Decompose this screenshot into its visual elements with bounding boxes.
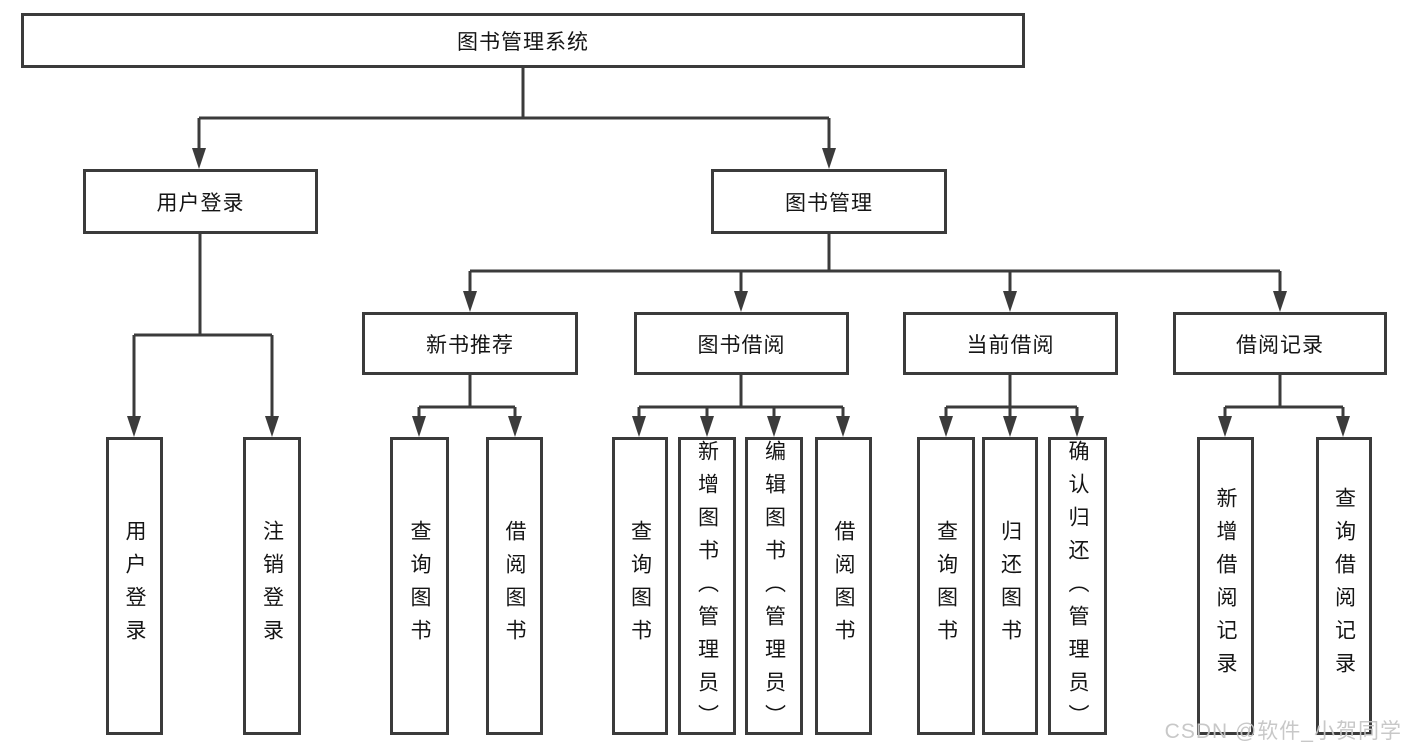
leaf-add-book-admin: 新增图书（管理员）: [678, 437, 736, 737]
node-root-system: 图书管理系统: [21, 13, 1025, 68]
leaf-query-borrow-record: 查询借阅记录: [1316, 437, 1372, 735]
leaf-edit-book-admin-label: 编辑图书（管理员）: [762, 440, 786, 737]
node-borrowing-records: 借阅记录: [1173, 312, 1387, 375]
leaf-borrow-books-recommend-label: 借阅图书: [503, 520, 526, 652]
leaf-logout-label: 注销登录: [260, 520, 284, 652]
node-user-login: 用户登录: [83, 169, 318, 234]
leaf-edit-book-admin: 编辑图书（管理员）: [745, 437, 803, 737]
leaf-return-book: 归还图书: [982, 437, 1038, 735]
leaf-add-borrow-record: 新增借阅记录: [1197, 437, 1254, 735]
node-current-borrowing: 当前借阅: [903, 312, 1118, 375]
leaf-borrow-books-recommend: 借阅图书: [486, 437, 543, 735]
leaf-confirm-return-admin: 确认归还（管理员）: [1048, 437, 1107, 737]
node-book-management-label: 图书管理: [785, 191, 873, 215]
node-book-borrowing-label: 图书借阅: [697, 333, 786, 357]
leaf-borrow-books-borrowing-label: 借阅图书: [832, 520, 855, 652]
leaf-add-book-admin-label: 新增图书（管理员）: [695, 440, 719, 737]
leaf-query-books-current-label: 查询图书: [934, 520, 958, 652]
leaf-query-books-recommend-label: 查询图书: [408, 520, 431, 652]
node-borrowing-records-label: 借阅记录: [1236, 333, 1324, 357]
leaf-query-books-current: 查询图书: [917, 437, 975, 735]
node-root-label: 图书管理系统: [457, 30, 589, 54]
leaf-user-login: 用户登录: [106, 437, 163, 735]
leaf-query-books-borrowing-label: 查询图书: [628, 520, 652, 652]
leaf-return-book-label: 归还图书: [998, 520, 1022, 652]
node-book-management: 图书管理: [711, 169, 947, 234]
csdn-watermark: CSDN @软件_小贺同学: [1164, 720, 1402, 743]
leaf-user-login-label: 用户登录: [123, 520, 146, 652]
leaf-query-books-borrowing: 查询图书: [612, 437, 668, 735]
leaf-logout: 注销登录: [243, 437, 301, 735]
leaf-query-books-recommend: 查询图书: [390, 437, 449, 735]
node-new-book-recommend: 新书推荐: [362, 312, 578, 375]
node-user-login-label: 用户登录: [156, 191, 245, 215]
leaf-add-borrow-record-label: 新增借阅记录: [1214, 487, 1237, 685]
node-new-book-recommend-label: 新书推荐: [426, 333, 514, 357]
leaf-query-borrow-record-label: 查询借阅记录: [1332, 487, 1356, 685]
node-current-borrowing-label: 当前借阅: [966, 333, 1055, 357]
leaf-confirm-return-admin-label: 确认归还（管理员）: [1066, 440, 1089, 737]
leaf-borrow-books-borrowing: 借阅图书: [815, 437, 872, 735]
node-book-borrowing: 图书借阅: [634, 312, 849, 375]
